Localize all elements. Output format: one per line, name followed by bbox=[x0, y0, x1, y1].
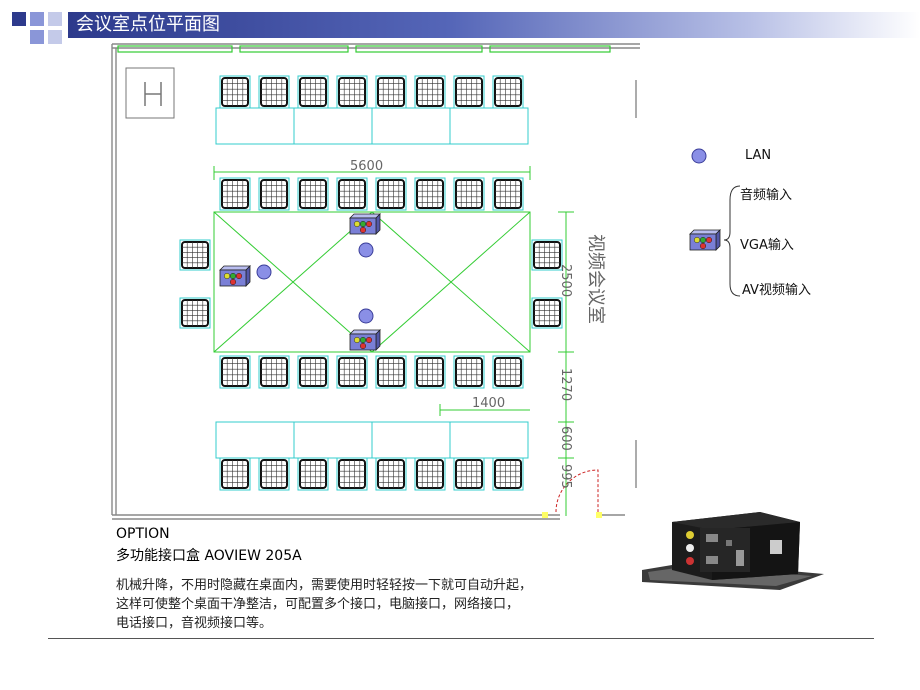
bottom-divider bbox=[48, 638, 874, 639]
decor-square-1 bbox=[12, 12, 26, 26]
chair bbox=[258, 75, 290, 109]
legend-lan-icon bbox=[691, 148, 707, 164]
chair bbox=[492, 457, 524, 491]
option-desc-line-3: 电话接口，音视频接口等。 bbox=[116, 616, 273, 631]
chair bbox=[492, 355, 524, 389]
dim-small-width: 1400 bbox=[472, 396, 505, 411]
chair bbox=[297, 177, 329, 211]
chair bbox=[414, 457, 446, 491]
option-desc-line-2: 这样可使整个桌面干净整洁，可配置多个接口，电脑接口，网络接口， bbox=[116, 597, 520, 612]
lan-point-bottom bbox=[358, 308, 374, 324]
chair bbox=[297, 355, 329, 389]
header-bar bbox=[68, 12, 920, 38]
desks-bottom bbox=[215, 421, 529, 459]
dim-small-right-1: 600 bbox=[558, 426, 573, 451]
chair bbox=[375, 177, 407, 211]
chair bbox=[453, 75, 485, 109]
option-title: OPTION bbox=[116, 526, 170, 542]
chair bbox=[414, 355, 446, 389]
chair bbox=[531, 297, 563, 329]
chair bbox=[492, 177, 524, 211]
decor-square-3 bbox=[48, 12, 62, 26]
chair bbox=[179, 297, 211, 329]
legend-port-box-icon bbox=[689, 229, 721, 251]
chair bbox=[336, 355, 368, 389]
option-desc-line-1: 机械升降，不用时隐藏在桌面内，需要使用时轻轻按一下就可自动升起， bbox=[116, 578, 533, 593]
chair bbox=[531, 239, 563, 271]
dim-gap-right: 1270 bbox=[558, 368, 573, 401]
chair bbox=[297, 75, 329, 109]
chair bbox=[258, 457, 290, 491]
legend-vga-input: VGA输入 bbox=[740, 238, 794, 253]
option-product: 多功能接口盒 AOVIEW 205A bbox=[116, 548, 302, 564]
legend-brace bbox=[723, 185, 741, 297]
chair bbox=[375, 457, 407, 491]
chair bbox=[453, 457, 485, 491]
chair bbox=[336, 177, 368, 211]
page-title: 会议室点位平面图 bbox=[76, 14, 220, 35]
chair bbox=[336, 457, 368, 491]
decor-square-4 bbox=[30, 30, 44, 44]
option-description: 机械升降，不用时隐藏在桌面内，需要使用时轻轻按一下就可自动升起， 这样可使整个桌… bbox=[116, 576, 636, 633]
legend-av-input: AV视频输入 bbox=[742, 283, 811, 298]
desks-top bbox=[215, 107, 529, 145]
chair bbox=[492, 75, 524, 109]
dim-width-top: 5600 bbox=[350, 159, 383, 174]
chair bbox=[219, 75, 251, 109]
room-walls bbox=[111, 43, 640, 520]
chair bbox=[219, 457, 251, 491]
port-box-icon bbox=[219, 265, 251, 287]
lan-point-top bbox=[358, 242, 374, 258]
port-box-icon bbox=[349, 213, 381, 235]
chair bbox=[414, 75, 446, 109]
door-marker-right bbox=[596, 512, 602, 518]
port-boxes bbox=[219, 213, 381, 351]
chair bbox=[414, 177, 446, 211]
dim-small-right-2: 995 bbox=[558, 464, 573, 489]
decor-square-2 bbox=[30, 12, 44, 26]
product-photo bbox=[642, 512, 824, 590]
dimension-lines bbox=[213, 166, 574, 516]
chair bbox=[258, 177, 290, 211]
legend-lan-label: LAN bbox=[745, 148, 772, 163]
chair bbox=[375, 355, 407, 389]
port-box-icon bbox=[689, 229, 721, 251]
h-symbol bbox=[125, 67, 175, 119]
chair bbox=[179, 239, 211, 271]
chair bbox=[258, 355, 290, 389]
chair bbox=[375, 75, 407, 109]
chairs bbox=[179, 75, 563, 491]
chair bbox=[336, 75, 368, 109]
dim-height-right: 2500 bbox=[558, 264, 573, 297]
wall-windows bbox=[117, 45, 611, 53]
port-box-icon bbox=[349, 329, 381, 351]
chair bbox=[453, 355, 485, 389]
door-swing bbox=[555, 469, 599, 513]
chair bbox=[453, 177, 485, 211]
room-label: 视频会议室 bbox=[585, 234, 606, 324]
legend-audio-input: 音频输入 bbox=[740, 188, 793, 203]
decor-square-5 bbox=[48, 30, 62, 44]
chair bbox=[297, 457, 329, 491]
conference-table bbox=[213, 211, 531, 353]
door-marker-left bbox=[542, 512, 548, 518]
lan-point-left bbox=[256, 264, 272, 280]
chair bbox=[219, 177, 251, 211]
chair bbox=[219, 355, 251, 389]
